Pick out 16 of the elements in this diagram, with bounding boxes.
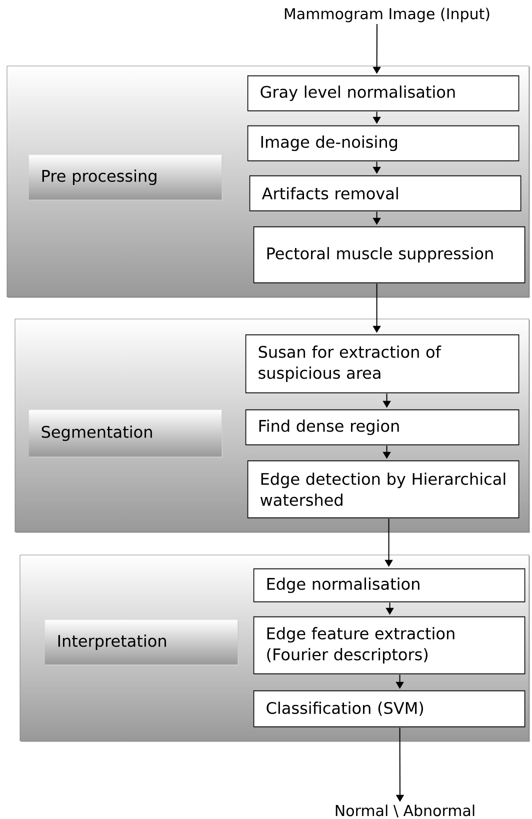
process-box: Susan for extraction of suspicious area	[245, 334, 520, 394]
process-box: Edge normalisation	[253, 568, 526, 602]
node-label: Pre processing	[42, 170, 156, 186]
stage-label-box: Segmentation	[28, 410, 223, 458]
process-box: Find dense region	[245, 409, 520, 446]
stage-label-box: Interpretation	[44, 620, 239, 666]
process-box: Edge feature extraction (Fourier descriptors)	[253, 616, 526, 674]
process-box: Pectoral muscle suppression	[253, 226, 526, 284]
io-label: Normal \ Abnormal	[336, 804, 474, 818]
io-label: Mammogram Image (Input)	[284, 8, 490, 22]
process-box: Gray level normalisation	[247, 75, 520, 112]
process-box: Classification (SVM)	[253, 690, 526, 728]
process-box: Artifacts removal	[249, 175, 522, 212]
process-box: Image de-noising	[247, 125, 520, 162]
stage-label-box: Pre processing	[28, 154, 223, 201]
process-box: Edge detection by Hierarchical watershed	[247, 460, 520, 518]
